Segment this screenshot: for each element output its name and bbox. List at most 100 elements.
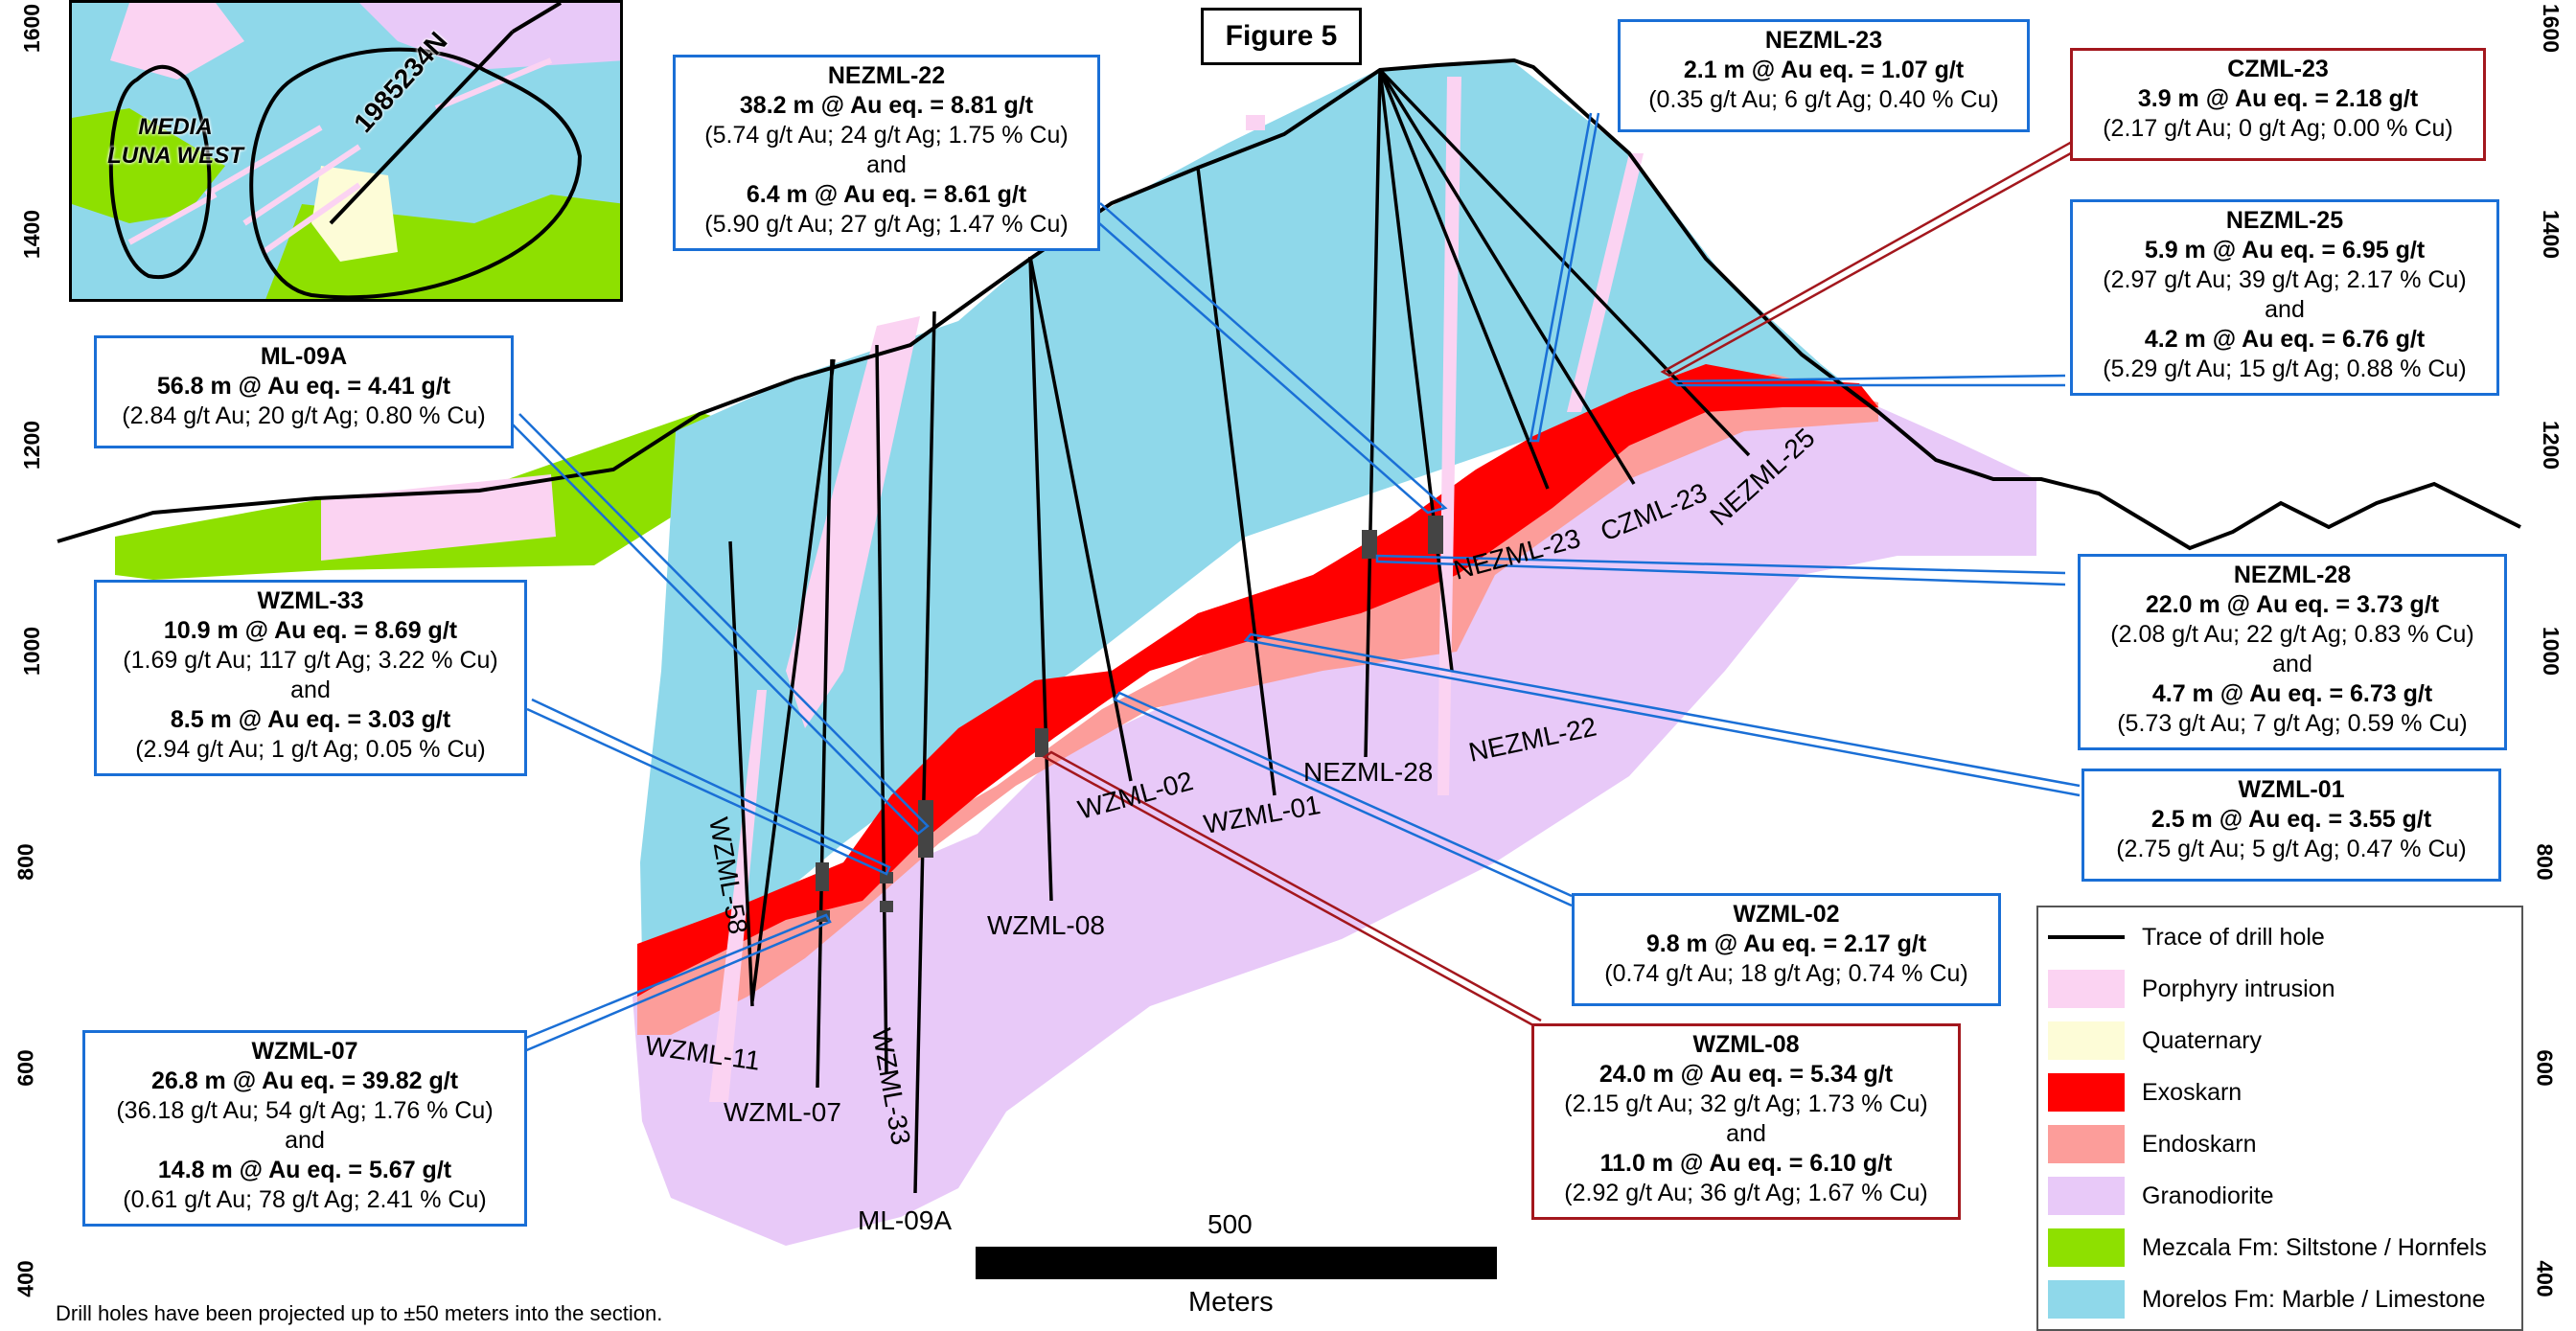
footnote: Drill holes have been projected up to ±5… bbox=[56, 1301, 663, 1325]
assay-detail: (2.17 g/t Au; 0 g/t Ag; 0.00 % Cu) bbox=[2103, 115, 2453, 142]
scale-value: 500 bbox=[1208, 1209, 1253, 1239]
legend-label: Porphyry intrusion bbox=[2142, 975, 2335, 1002]
legend-label: Granodiorite bbox=[2142, 1182, 2274, 1209]
elevation-label-right: 1400 bbox=[2539, 209, 2564, 260]
assay-detail: (1.69 g/t Au; 117 g/t Ag; 3.22 % Cu) bbox=[123, 647, 498, 674]
assay-line: 10.9 m @ Au eq. = 8.69 g/t bbox=[163, 617, 458, 644]
legend-swatch bbox=[2048, 1021, 2125, 1060]
legend-label: Morelos Fm: Marble / Limestone bbox=[2142, 1285, 2486, 1313]
legend-swatch bbox=[2048, 935, 2125, 939]
assay-and: and bbox=[2265, 296, 2305, 323]
assay-line: 9.8 m @ Au eq. = 2.17 g/t bbox=[1645, 930, 1927, 957]
assay-detail: (2.97 g/t Au; 39 g/t Ag; 2.17 % Cu) bbox=[2103, 266, 2467, 293]
intersection-marks bbox=[816, 516, 1443, 922]
red-leaders bbox=[1042, 140, 2079, 1027]
elevation-label-left: 1200 bbox=[19, 420, 45, 470]
assay-line: 2.5 m @ Au eq. = 3.55 g/t bbox=[2150, 806, 2432, 833]
legend-swatch bbox=[2048, 1073, 2125, 1112]
assay-and: and bbox=[285, 1127, 325, 1154]
legend-swatch bbox=[2048, 970, 2125, 1008]
elevation-label-left: 400 bbox=[12, 1260, 38, 1297]
assay-title: ML-09A bbox=[260, 343, 348, 370]
legend-label: Quaternary bbox=[2142, 1026, 2263, 1054]
assay-line: 11.0 m @ Au eq. = 6.10 g/t bbox=[1599, 1150, 1893, 1177]
elevation-label-left: 600 bbox=[12, 1049, 38, 1087]
assay-title: CZML-23 bbox=[2227, 56, 2329, 82]
assay-line: 56.8 m @ Au eq. = 4.41 g/t bbox=[156, 373, 451, 400]
inset-label-line2: LUNA WEST bbox=[107, 143, 243, 169]
legend-label: Exoskarn bbox=[2142, 1078, 2242, 1106]
legend-item: Porphyry intrusion bbox=[2048, 967, 2334, 1011]
trace-wzml08 bbox=[1028, 256, 1053, 902]
legend-item: Mezcala Fm: Siltstone / Hornfels bbox=[2048, 1226, 2487, 1270]
assay-detail: (0.35 g/t Au; 6 g/t Ag; 0.40 % Cu) bbox=[1648, 86, 1999, 113]
porphyry-dike-3 bbox=[1567, 153, 1644, 412]
hole-label-nezml28: NEZML-28 bbox=[1303, 757, 1433, 787]
assay-detail: (36.18 g/t Au; 54 g/t Ag; 1.76 % Cu) bbox=[116, 1097, 494, 1124]
assay-line: 26.8 m @ Au eq. = 39.82 g/t bbox=[150, 1067, 459, 1094]
legend-item: Morelos Fm: Marble / Limestone bbox=[2048, 1277, 2485, 1321]
assay-detail: (2.15 g/t Au; 32 g/t Ag; 1.73 % Cu) bbox=[1564, 1090, 1928, 1117]
assay-line: 22.0 m @ Au eq. = 3.73 g/t bbox=[2145, 591, 2440, 618]
trace-nezml22 bbox=[1378, 69, 1454, 672]
assay-line: 4.7 m @ Au eq. = 6.73 g/t bbox=[2151, 680, 2433, 707]
assay-box-wzml01: WZML-01 2.5 m @ Au eq. = 3.55 g/t (2.75 … bbox=[2082, 769, 2501, 882]
drill-hole-traces bbox=[728, 68, 1751, 1194]
assay-title: NEZML-25 bbox=[2225, 207, 2344, 234]
assay-detail: (5.73 g/t Au; 7 g/t Ag; 0.59 % Cu) bbox=[2117, 710, 2468, 737]
porphyry-dike-4 bbox=[1246, 115, 1265, 130]
assay-and: and bbox=[866, 151, 907, 178]
assay-box-wzml02: WZML-02 9.8 m @ Au eq. = 2.17 g/t (0.74 … bbox=[1572, 893, 2001, 1006]
legend-item: Exoskarn bbox=[2048, 1070, 2242, 1114]
assay-box-wzml08: WZML-08 24.0 m @ Au eq. = 5.34 g/t (2.15… bbox=[1531, 1023, 1961, 1220]
assay-line: 8.5 m @ Au eq. = 3.03 g/t bbox=[170, 706, 451, 733]
assay-box-nezml25: NEZML-25 5.9 m @ Au eq. = 6.95 g/t (2.97… bbox=[2070, 199, 2499, 396]
assay-box-ml09a: ML-09A 56.8 m @ Au eq. = 4.41 g/t (2.84 … bbox=[94, 335, 514, 448]
assay-line: 24.0 m @ Au eq. = 5.34 g/t bbox=[1598, 1061, 1894, 1088]
blue-leaders bbox=[509, 112, 2081, 1056]
elevation-label-left: 1400 bbox=[19, 209, 45, 260]
elevation-label-right: 1600 bbox=[2539, 3, 2564, 54]
location-inset-map: MEDIA LUNA WEST 1985234N bbox=[69, 0, 623, 302]
granodiorite-unit bbox=[632, 402, 2036, 1246]
trace-wzml58 bbox=[728, 540, 754, 1007]
endoskarn-unit bbox=[637, 374, 1878, 1035]
elevation-label-right: 800 bbox=[2532, 843, 2558, 881]
elevation-label-right: 1200 bbox=[2539, 420, 2564, 470]
assay-and: and bbox=[2272, 651, 2312, 677]
assay-title: WZML-02 bbox=[1733, 901, 1840, 928]
assay-detail: (0.61 g/t Au; 78 g/t Ag; 2.41 % Cu) bbox=[123, 1186, 487, 1213]
legend-item: Endoskarn bbox=[2048, 1122, 2257, 1166]
trace-wzml33 bbox=[875, 344, 888, 1074]
legend-item: Trace of drill hole bbox=[2048, 915, 2325, 959]
hole-label-wzml08: WZML-08 bbox=[987, 910, 1105, 940]
assay-line: 6.4 m @ Au eq. = 8.61 g/t bbox=[746, 181, 1027, 208]
assay-title: WZML-07 bbox=[251, 1038, 358, 1065]
assay-line: 38.2 m @ Au eq. = 8.81 g/t bbox=[739, 92, 1034, 119]
assay-box-wzml33: WZML-33 10.9 m @ Au eq. = 8.69 g/t (1.69… bbox=[94, 580, 527, 776]
figure-title: Figure 5 bbox=[1201, 8, 1362, 65]
elevation-label-right: 1000 bbox=[2539, 626, 2564, 677]
legend-swatch bbox=[2048, 1280, 2125, 1319]
legend-label: Mezcala Fm: Siltstone / Hornfels bbox=[2142, 1233, 2487, 1261]
elevation-label-left: 1000 bbox=[19, 626, 45, 677]
assay-title: WZML-33 bbox=[257, 587, 364, 614]
assay-detail: (5.90 g/t Au; 27 g/t Ag; 1.47 % Cu) bbox=[704, 211, 1069, 238]
assay-line: 5.9 m @ Au eq. = 6.95 g/t bbox=[2144, 237, 2426, 264]
assay-detail: (2.84 g/t Au; 20 g/t Ag; 0.80 % Cu) bbox=[122, 402, 486, 429]
assay-box-nezml22: NEZML-22 38.2 m @ Au eq. = 8.81 g/t (5.7… bbox=[673, 55, 1100, 251]
legend-label: Endoskarn bbox=[2142, 1130, 2257, 1158]
assay-line: 2.1 m @ Au eq. = 1.07 g/t bbox=[1683, 57, 1965, 83]
assay-and: and bbox=[1726, 1120, 1766, 1147]
trace-nezml23 bbox=[1378, 69, 1550, 490]
legend-item: Quaternary bbox=[2048, 1019, 2262, 1063]
assay-detail: (5.74 g/t Au; 24 g/t Ag; 1.75 % Cu) bbox=[704, 122, 1069, 149]
trace-wzml01 bbox=[1196, 167, 1276, 796]
hole-label-ml09a: ML-09A bbox=[858, 1205, 952, 1235]
assay-title: WZML-01 bbox=[2238, 776, 2345, 803]
porphyry-dike-5 bbox=[709, 690, 767, 1102]
assay-detail: (2.94 g/t Au; 1 g/t Ag; 0.05 % Cu) bbox=[135, 736, 486, 763]
assay-box-wzml07: WZML-07 26.8 m @ Au eq. = 39.82 g/t (36.… bbox=[82, 1030, 527, 1227]
scale-bar bbox=[976, 1247, 1497, 1279]
